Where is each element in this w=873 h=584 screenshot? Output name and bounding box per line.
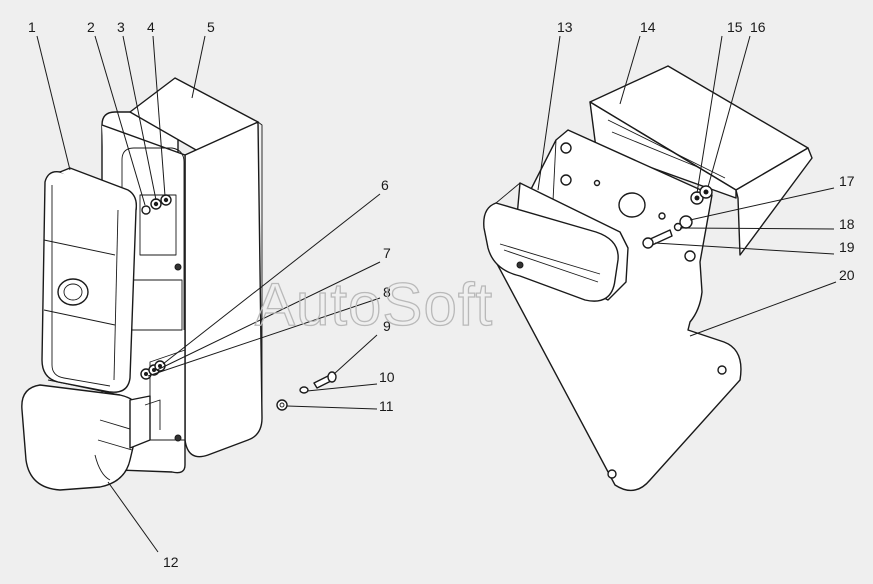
watermark: AutoSoft <box>255 271 493 338</box>
plate-lamp <box>483 182 629 302</box>
callout-5: 5 <box>207 19 215 35</box>
callout-4: 4 <box>147 19 155 35</box>
callout-7: 7 <box>383 245 391 261</box>
callout-13: 13 <box>557 19 573 35</box>
callout-8: 8 <box>383 284 391 300</box>
leader-lines <box>36 35 837 553</box>
callout-3: 3 <box>117 19 125 35</box>
right-assembly <box>483 65 813 492</box>
callout-20: 20 <box>839 267 855 283</box>
callout-12: 12 <box>163 554 179 570</box>
callout-2: 2 <box>87 19 95 35</box>
rear-lamp <box>41 167 138 393</box>
callout-18: 18 <box>839 216 855 232</box>
left-assembly <box>21 77 337 491</box>
lower-fasteners <box>140 360 166 380</box>
callout-10: 10 <box>379 369 395 385</box>
upper-fasteners <box>141 194 172 215</box>
callout-14: 14 <box>640 19 656 35</box>
callout-1: 1 <box>28 19 36 35</box>
callout-15: 15 <box>727 19 743 35</box>
callout-19: 19 <box>839 239 855 255</box>
callout-11: 11 <box>379 398 394 414</box>
bolt-washers <box>276 371 337 411</box>
marker-lamp <box>21 379 161 491</box>
callout-16: 16 <box>750 19 766 35</box>
callout-9: 9 <box>383 318 391 334</box>
callout-17: 17 <box>839 173 855 189</box>
callout-labels: 1 2 3 4 5 6 7 8 9 10 11 12 13 14 15 16 1… <box>28 19 855 570</box>
callout-6: 6 <box>381 177 389 193</box>
